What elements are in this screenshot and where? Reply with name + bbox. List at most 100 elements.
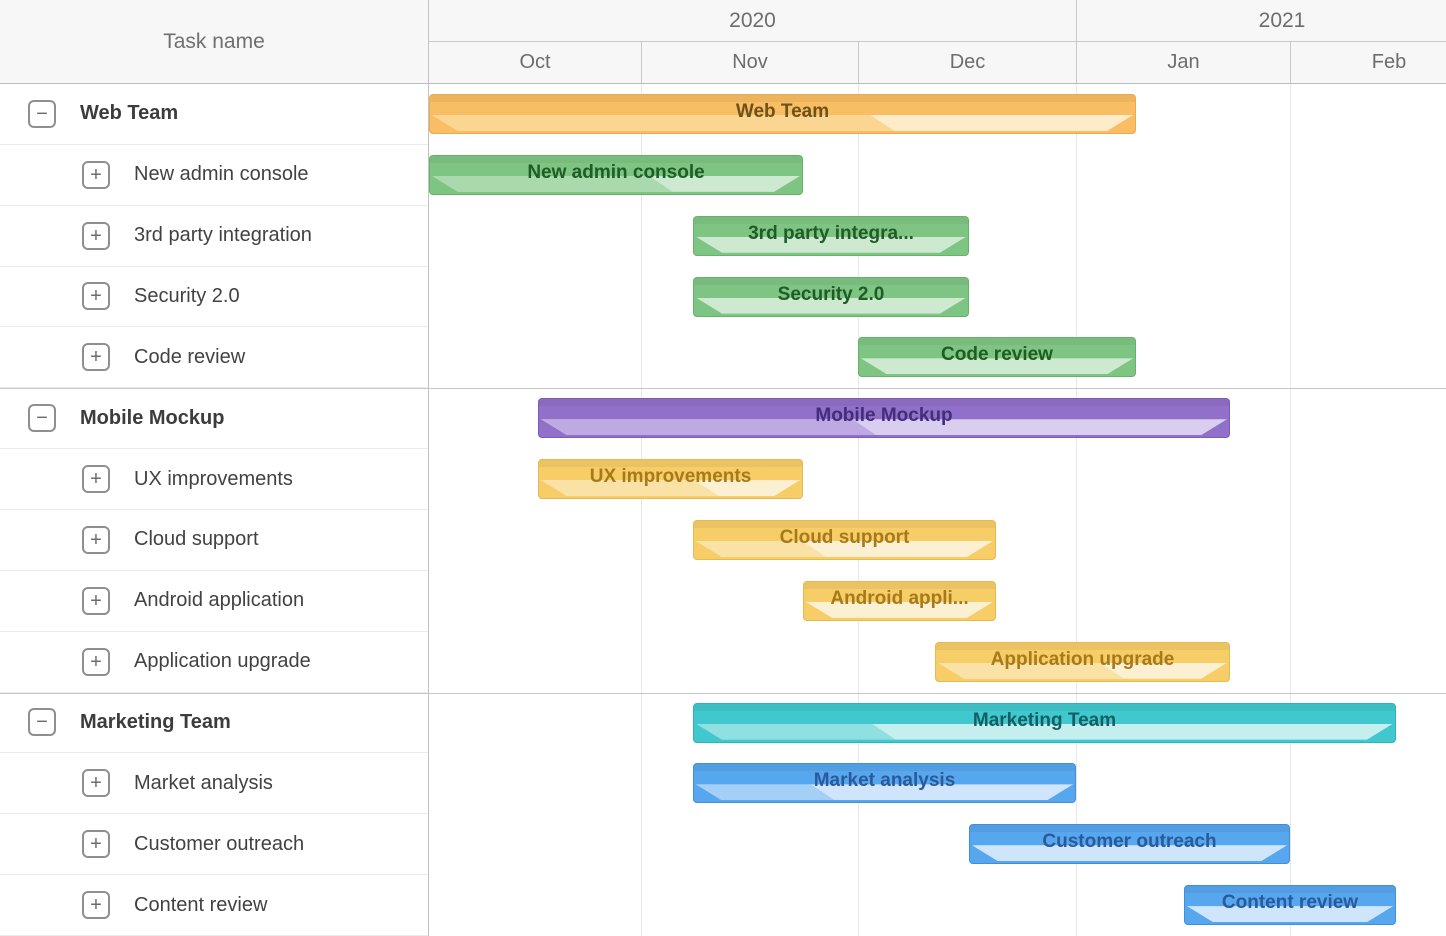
group-separator-line bbox=[0, 388, 1446, 390]
task-row-android_application[interactable]: + Android application bbox=[0, 571, 428, 632]
task-bar-ux_improvements[interactable]: UX improvements bbox=[538, 459, 803, 500]
task-row-third_party_integration[interactable]: +3rd party integration bbox=[0, 206, 428, 267]
task-bar-remainder bbox=[1187, 906, 1393, 922]
task-bar-progress[interactable] bbox=[938, 663, 1124, 679]
task-bar-new_admin_console[interactable]: New admin console bbox=[429, 154, 803, 195]
task-bar-label: Mobile Mockup bbox=[815, 405, 953, 427]
task-bar-remainder bbox=[938, 663, 1227, 679]
expand-button[interactable]: + bbox=[82, 282, 110, 311]
group-separator-line bbox=[0, 692, 1446, 694]
expand-button[interactable]: + bbox=[82, 465, 110, 494]
task-bar-remainder bbox=[696, 541, 993, 557]
task-bar-cloud_support[interactable]: Cloud support bbox=[693, 520, 996, 560]
task-row-customer_outreach[interactable]: +Customer outreach bbox=[0, 814, 428, 876]
task-bar-progress[interactable] bbox=[541, 419, 876, 435]
plus-icon: + bbox=[90, 894, 102, 917]
task-row-cloud_support[interactable]: + Cloud support bbox=[0, 510, 428, 571]
expand-button[interactable]: + bbox=[82, 221, 110, 250]
task-name-label: Cloud support bbox=[134, 528, 259, 551]
task-bar-android_application[interactable]: Android appli... bbox=[803, 580, 996, 621]
task-bar-mobile_mockup[interactable]: Mobile Mockup bbox=[538, 398, 1230, 439]
expand-button[interactable]: + bbox=[82, 343, 110, 372]
task-name-label: Web Team bbox=[80, 102, 179, 125]
month-gridline bbox=[1076, 84, 1077, 936]
month-header-cell-oct: Oct bbox=[519, 51, 551, 73]
task-grid-header: Task name bbox=[0, 0, 428, 84]
task-bar-customer_outreach[interactable]: Customer outreach bbox=[969, 824, 1290, 865]
task-bar-code_review[interactable]: Code review bbox=[858, 337, 1136, 378]
task-row-application_upgrade[interactable]: +Application upgrade bbox=[0, 632, 428, 693]
task-bar-security_2_0[interactable]: Security 2.0 bbox=[693, 276, 969, 317]
minus-icon: − bbox=[36, 102, 48, 125]
task-row-ux_improvements[interactable]: +UX improvements bbox=[0, 449, 428, 510]
month-header-cell-dec: Dec bbox=[858, 42, 1076, 83]
task-row-content_review[interactable]: +Content review bbox=[0, 875, 428, 936]
month-header-cell-jan: Jan bbox=[1076, 42, 1290, 83]
plus-icon: + bbox=[90, 468, 102, 491]
collapse-button[interactable]: − bbox=[28, 404, 56, 433]
task-row-security_2_0[interactable]: + Security 2.0 bbox=[0, 267, 428, 328]
task-bar-progress[interactable] bbox=[541, 480, 719, 496]
task-row-mobile_mockup[interactable]: − Mobile Mockup bbox=[0, 388, 428, 450]
collapse-button[interactable]: − bbox=[28, 708, 56, 737]
expand-button[interactable]: + bbox=[82, 160, 110, 189]
task-bar-remainder bbox=[861, 358, 1133, 374]
task-name-label: Android application bbox=[134, 589, 305, 612]
task-row-marketing_team[interactable]: − Marketing Team bbox=[0, 693, 428, 754]
plus-icon: + bbox=[90, 285, 102, 308]
task-bar-progress[interactable] bbox=[432, 115, 894, 131]
task-name-label: 3rd party integration bbox=[134, 224, 312, 247]
task-bar-progress[interactable] bbox=[432, 176, 673, 192]
task-name-label: Code review bbox=[134, 345, 246, 368]
task-bar-label: New admin console bbox=[527, 161, 705, 183]
task-bar-progress[interactable] bbox=[696, 724, 896, 740]
task-bar-market_analysis[interactable]: Market analysis bbox=[693, 763, 1076, 804]
minus-icon: − bbox=[36, 711, 48, 734]
task-bar-remainder bbox=[432, 115, 1133, 131]
expand-button[interactable]: + bbox=[82, 525, 110, 554]
task-row-new_admin_console[interactable]: +New admin console bbox=[0, 145, 428, 206]
task-name-label: Marketing Team bbox=[80, 710, 231, 733]
task-bar-remainder bbox=[806, 602, 993, 618]
task-bar-application_upgrade[interactable]: Application upgrade bbox=[935, 641, 1230, 682]
expand-button[interactable]: + bbox=[82, 830, 110, 859]
task-bar-progress[interactable] bbox=[696, 784, 835, 800]
plus-icon: + bbox=[90, 833, 102, 856]
month-gridline bbox=[858, 84, 859, 936]
expand-button[interactable]: + bbox=[82, 586, 110, 615]
expand-button[interactable]: + bbox=[82, 769, 110, 798]
plus-icon: + bbox=[90, 346, 102, 369]
year-header-cell-2020: 2020 bbox=[429, 0, 1076, 42]
task-bar-marketing_team[interactable]: Marketing Team bbox=[693, 702, 1396, 743]
month-header-cell-nov: Nov bbox=[641, 42, 858, 83]
task-bar-label: Security 2.0 bbox=[777, 283, 885, 305]
task-bar-remainder bbox=[696, 298, 966, 314]
minus-icon: − bbox=[36, 407, 48, 430]
task-bar-web_team[interactable]: Web Team bbox=[429, 94, 1136, 134]
month-gridline bbox=[641, 84, 642, 936]
task-bar-remainder bbox=[541, 480, 800, 496]
task-name-label: Security 2.0 bbox=[134, 284, 240, 307]
task-row-web_team[interactable]: − Web Team bbox=[0, 84, 428, 145]
task-bar-label: Code review bbox=[941, 344, 1053, 366]
task-bar-remainder bbox=[541, 419, 1227, 435]
collapse-button[interactable]: − bbox=[28, 99, 56, 128]
task-bar-remainder bbox=[432, 176, 800, 192]
task-bar-label: Market analysis bbox=[813, 770, 956, 792]
expand-button[interactable]: + bbox=[82, 647, 110, 676]
task-grid-body: −Web Team+New admin console+3rd party in… bbox=[0, 84, 428, 936]
task-row-code_review[interactable]: + Code review bbox=[0, 327, 428, 389]
plus-icon: + bbox=[90, 772, 102, 795]
task-row-market_analysis[interactable]: +Market analysis bbox=[0, 753, 428, 815]
task-bar-progress[interactable] bbox=[696, 541, 826, 557]
expand-button[interactable]: + bbox=[82, 891, 110, 920]
task-bar-label: Customer outreach bbox=[1042, 831, 1217, 853]
task-bar-content_review[interactable]: Content review bbox=[1184, 885, 1396, 926]
task-bar-remainder bbox=[972, 845, 1287, 861]
task-grid-panel: Task name −Web Team+New admin console+3r… bbox=[0, 0, 429, 936]
task-bar-third_party_integration[interactable]: 3rd party integra... bbox=[693, 215, 969, 256]
task-name-label: Mobile Mockup bbox=[80, 406, 225, 429]
task-bar-remainder bbox=[696, 724, 1393, 740]
